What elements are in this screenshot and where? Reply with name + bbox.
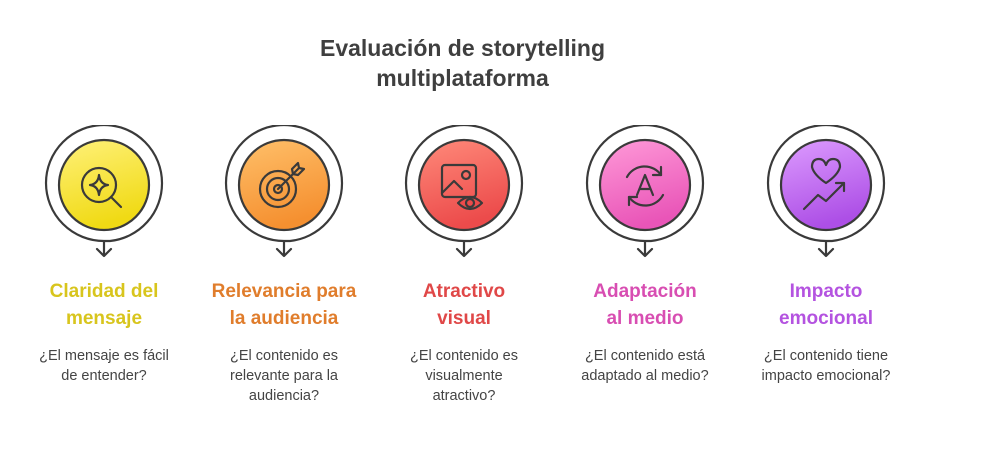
step-question-line: audiencia? [248, 388, 320, 404]
step-icon-ring [222, 125, 346, 265]
step-heading-line: al medio [606, 308, 684, 329]
step-circle [598, 138, 692, 232]
step-icon-ring [583, 125, 707, 265]
step-circle [779, 138, 873, 232]
step-heading: Relevancia para la audiencia [194, 278, 374, 332]
step-question-line: visualmente [425, 368, 503, 384]
down-arrow-icon [455, 247, 473, 258]
ring-outline [224, 125, 344, 257]
step-heading-line: emocional [779, 308, 873, 329]
down-arrow-icon [636, 247, 654, 258]
ring-outline [766, 125, 886, 257]
down-arrow-icon [817, 247, 835, 258]
image-eye-icon [440, 163, 484, 211]
target-arrow-icon [258, 161, 306, 209]
step-impacto: Impacto emocional ¿El contenido tiene impac… [736, 125, 916, 425]
step-adaptacion: Adaptación al medio ¿El contenido está adap… [555, 125, 735, 425]
step-question: ¿El contenido tiene impacto emocional? [736, 346, 916, 386]
step-heading-line: Claridad del [49, 281, 159, 302]
step-circle [417, 138, 511, 232]
step-heading-line: Impacto [789, 281, 863, 302]
step-claridad: Claridad del mensaje ¿El mensaje es fácil d… [14, 125, 194, 425]
down-arrow-icon [95, 247, 113, 258]
ring-outline [44, 125, 164, 257]
step-heading-line: Atractivo [422, 281, 506, 302]
step-heading: Impacto emocional [736, 278, 916, 332]
step-question: ¿El mensaje es fácil de entender? [14, 346, 194, 386]
step-question-line: relevante para la [229, 368, 338, 384]
step-question-line: ¿El contenido está [584, 348, 706, 364]
step-question: ¿El contenido es visualmente atractivo? [374, 346, 554, 406]
step-icon-ring [402, 125, 526, 265]
step-heading-line: Relevancia para [211, 281, 357, 302]
step-question-line: ¿El contenido es [409, 348, 518, 364]
step-heading-line: visual [437, 308, 491, 329]
step-question-line: ¿El contenido es [229, 348, 338, 364]
step-question-line: atractivo? [432, 388, 496, 404]
step-question-line: ¿El mensaje es fácil [39, 348, 169, 364]
step-relevancia: Relevancia para la audiencia ¿El contenido… [194, 125, 374, 425]
step-heading: Adaptación al medio [555, 278, 735, 332]
step-question: ¿El contenido es relevante para la audienc… [194, 346, 374, 406]
text-refresh-icon [625, 165, 665, 207]
step-question: ¿El contenido está adaptado al medio? [555, 346, 735, 386]
down-arrow-icon [275, 247, 293, 258]
title-line-1: Evaluación de storytelling [319, 35, 606, 61]
step-circle [237, 138, 331, 232]
step-question-line: ¿El contenido tiene [763, 348, 889, 364]
ring-outline [585, 125, 705, 257]
step-heading-line: Adaptación [593, 281, 697, 302]
step-question-line: de entender? [61, 368, 147, 384]
diagram-title: Evaluación de storytelling multiplatafor… [0, 33, 925, 93]
step-icon-ring [42, 125, 166, 265]
step-question-line: adaptado al medio? [581, 368, 709, 384]
step-heading-line: mensaje [65, 308, 143, 329]
magnifier-sparkle-icon [80, 166, 123, 209]
step-heading-line: la audiencia [229, 308, 339, 329]
step-icon-ring [764, 125, 888, 265]
ring-outline [404, 125, 524, 257]
step-atractivo: Atractivo visual ¿El contenido es visualmen… [374, 125, 554, 425]
step-heading: Atractivo visual [374, 278, 554, 332]
step-heading: Claridad del mensaje [14, 278, 194, 332]
title-line-2: multiplataforma [376, 65, 549, 91]
heart-trend-icon [802, 157, 846, 211]
step-question-line: impacto emocional? [761, 368, 891, 384]
